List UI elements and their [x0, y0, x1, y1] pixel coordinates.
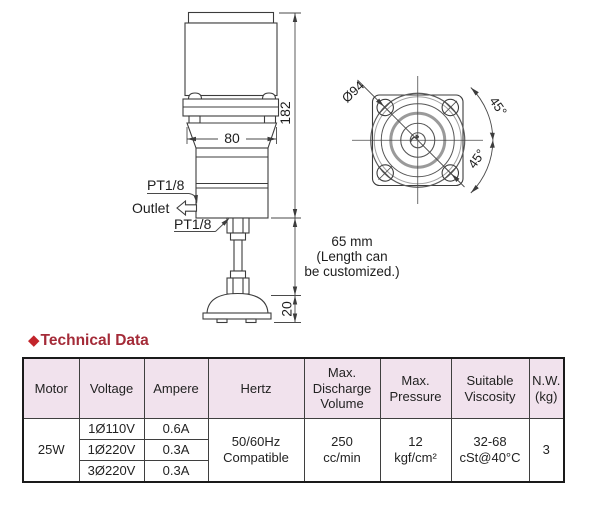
- dimension-diameter-94: Ø94: [339, 78, 465, 188]
- port-label-top: PT1/8: [147, 177, 198, 204]
- pt18-top-label: PT1/8: [147, 177, 185, 193]
- cell-ampere: 0.6A: [143, 418, 209, 440]
- flange-tab-right: [263, 115, 277, 124]
- motor-side-view: [182, 11, 280, 324]
- table-row: 25W 1Ø110V 0.6A 50/60Hz Compatible 250 c…: [22, 418, 565, 483]
- dim-182-label: 182: [277, 101, 293, 125]
- cell-nw: 3: [528, 418, 565, 483]
- table-header-row: Motor Voltage Ampere Hertz Max. Discharg…: [22, 357, 565, 419]
- technical-data-table: Motor Voltage Ampere Hertz Max. Discharg…: [22, 357, 565, 483]
- bolt-hole: [441, 98, 460, 117]
- flange-tab-left: [188, 115, 201, 124]
- motor-flange-view: Ø94 45° 45°: [339, 76, 510, 204]
- motor-top-cap: [187, 11, 275, 24]
- cell-motor: 25W: [22, 418, 80, 483]
- bolt-bump-left: [187, 92, 203, 100]
- dim-20-label: 20: [279, 301, 295, 317]
- dimension-182: 182: [271, 12, 301, 219]
- bolt-bump-right: [261, 92, 277, 100]
- port-label-bottom: PT1/8: [174, 216, 230, 232]
- cell-pressure: 12 kgf/cm²: [379, 418, 452, 483]
- dia-94-label: Ø94: [339, 78, 367, 106]
- cell-hertz: 50/60Hz Compatible: [207, 418, 305, 483]
- cell-voltage: 1Ø110V: [78, 418, 145, 440]
- cell-discharge: 250 cc/min: [303, 418, 381, 483]
- dimension-80: 80: [186, 127, 277, 146]
- angle-bottom-label: 45°: [465, 146, 489, 171]
- outlet-label: Outlet: [132, 199, 198, 217]
- technical-drawing: 80 182 20 PT1/8: [132, 11, 510, 324]
- diamond-icon: ◆: [28, 332, 40, 349]
- bolt-hole: [376, 164, 394, 182]
- col-header-pressure: Max. Pressure: [379, 357, 452, 419]
- cell-ampere: 0.3A: [143, 439, 209, 461]
- pt18-bottom-label: PT1/8: [174, 216, 212, 232]
- dimension-20: 20: [271, 295, 301, 323]
- table-row: 1Ø220V 0.3A: [23, 439, 564, 461]
- col-header-discharge: Max. Discharge Volume: [303, 357, 381, 419]
- motor-body: [184, 22, 278, 97]
- outlet-text: Outlet: [132, 200, 169, 216]
- cell-viscosity: 32-68 cSt@40°C: [450, 418, 530, 483]
- note-line-3: be customized.): [304, 264, 399, 279]
- note-line-2: (Length can: [316, 249, 387, 264]
- col-header-voltage: Voltage: [78, 357, 145, 419]
- suction-length-note: 65 mm (Length can be customized.): [304, 234, 399, 279]
- col-header-ampere: Ampere: [143, 357, 209, 419]
- dim-80-label: 80: [224, 130, 240, 146]
- table-row: 3Ø220V 0.3A: [23, 460, 564, 483]
- col-header-nw: N.W. (kg): [528, 357, 565, 419]
- col-header-viscosity: Suitable Viscosity: [450, 357, 530, 419]
- col-header-hertz: Hertz: [207, 357, 305, 419]
- cell-voltage: 3Ø220V: [78, 460, 145, 483]
- cell-voltage: 1Ø220V: [78, 439, 145, 461]
- section-title-text: Technical Data: [40, 332, 149, 349]
- outlet-arrow-icon: [176, 199, 198, 217]
- note-line-1: 65 mm: [331, 234, 372, 249]
- col-header-motor: Motor: [22, 357, 80, 419]
- dimension-65: [292, 218, 298, 296]
- section-title: ◆ Technical Data: [28, 331, 149, 351]
- suction-foot: [202, 292, 272, 324]
- angle-top-label: 45°: [486, 94, 510, 119]
- suction-pipe: [226, 217, 250, 299]
- cell-ampere: 0.3A: [143, 460, 209, 483]
